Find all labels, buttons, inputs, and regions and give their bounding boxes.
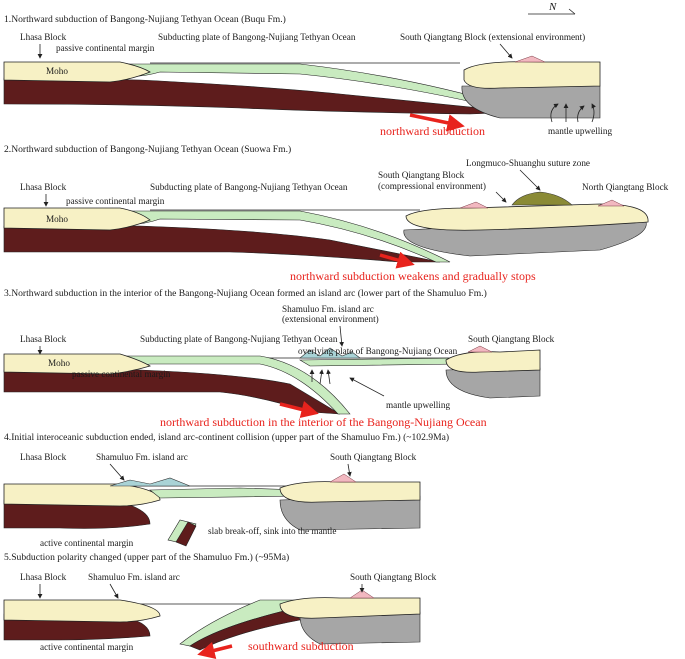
lhasa-label: Lhasa Block xyxy=(20,32,67,42)
lhasa-crust xyxy=(3,599,161,623)
lhasa-crust xyxy=(3,61,151,83)
red-label: southward subduction xyxy=(248,639,354,653)
lhasa-lithospheric-mantle xyxy=(3,369,341,415)
qiangtang-label-b: (compressional environment) xyxy=(378,181,486,191)
qiangtang-sediments xyxy=(514,55,546,63)
lhasa-lithospheric-mantle xyxy=(3,225,441,263)
upwelling-label: mantle upwelling xyxy=(386,400,450,410)
moho-label: Moho xyxy=(48,358,70,368)
south-qiangtang-crust xyxy=(445,349,541,373)
plate-label: Subducting plate of Bangong-Nujiang Teth… xyxy=(158,32,356,42)
island-arc xyxy=(109,477,191,487)
mantle-upwelling-arrows-icon xyxy=(550,103,596,123)
subducting-oceanic-crust xyxy=(119,63,529,113)
panel-5: 5.Subduction polarity changed (upper par… xyxy=(3,552,437,659)
panel-1-title: 1.Northward subduction of Bangong-Nujian… xyxy=(4,14,286,25)
lhasa-crust xyxy=(3,483,161,507)
breakoff-label: slab break-off, sink into the mantle xyxy=(208,526,336,536)
red-label: northward subduction in the interior of … xyxy=(160,415,487,429)
subduction-arrow-icon xyxy=(197,641,233,659)
plate-label: Subducting plate of Bangong-Nujiang Teth… xyxy=(140,334,338,344)
lhasa-label: Lhasa Block xyxy=(20,572,67,582)
island-arc xyxy=(299,347,361,359)
subduction-arrow-icon xyxy=(379,251,415,269)
qiangtang-label: South Qiangtang Block xyxy=(330,452,417,462)
panel-1: 1.Northward subduction of Bangong-Nujian… xyxy=(3,14,612,138)
panel-2: 2.Northward subduction of Bangong-Nujian… xyxy=(3,144,669,283)
margin-label: passive continental margin xyxy=(72,369,171,379)
margin-label: active continental margin xyxy=(40,642,134,652)
lhasa-crust xyxy=(3,207,151,231)
broken-slab-mantle xyxy=(175,521,197,547)
qiangtang-sediments xyxy=(349,589,375,599)
moho-label: Moho xyxy=(46,66,68,76)
south-qiangtang-mantle xyxy=(445,367,541,399)
arc-label-a: Shamuluo Fm. island arc xyxy=(282,304,374,314)
qiangtang-sediments xyxy=(459,201,489,209)
qiangtang-sediments xyxy=(329,473,357,483)
panel-5-title: 5.Subduction polarity changed (upper par… xyxy=(4,552,289,563)
south-qiangtang-crust xyxy=(279,481,421,503)
subduction-arrow-icon xyxy=(279,400,319,418)
panel-4-title: 4.Initial interoceanic subduction ended,… xyxy=(4,432,449,443)
margin-label: passive continental margin xyxy=(66,196,165,206)
north-qiangtang-sediments xyxy=(597,199,625,207)
lhasa-lithospheric-mantle xyxy=(3,77,521,115)
panel-3-title: 3.Northward subduction in the interior o… xyxy=(4,288,487,299)
north-qiangtang-label: North Qiangtang Block xyxy=(582,182,669,192)
suture-label: Longmuco-Shuanghu suture zone xyxy=(466,158,590,168)
qiangtang-label: South Qiangtang Block xyxy=(350,572,437,582)
panel-3: 3.Northward subduction in the interior o… xyxy=(3,288,555,429)
moho-label: Moho xyxy=(46,214,68,224)
qiangtang-crust xyxy=(405,203,649,231)
arc-label-b: (extensional environment) xyxy=(282,314,379,324)
lhasa-label: Lhasa Block xyxy=(20,452,67,462)
red-label: northward subduction xyxy=(380,124,485,138)
overlying-label: overlying plate of Bangong-Nujiang Ocean xyxy=(298,346,458,356)
red-label: northward subduction weakens and gradual… xyxy=(290,269,536,283)
overlying-oceanic-plate xyxy=(298,357,461,367)
qiangtang-sediments xyxy=(467,345,493,353)
lhasa-lithospheric-mantle xyxy=(3,499,151,529)
margin-label: passive continental margin xyxy=(56,43,155,53)
margin-label: active continental margin xyxy=(40,538,134,548)
qiangtang-label-a: South Qiangtang Block xyxy=(378,170,465,180)
lhasa-label: Lhasa Block xyxy=(20,334,67,344)
north-arrow-icon: N xyxy=(528,1,576,15)
south-qiangtang-crust xyxy=(463,61,601,89)
plate-label: Subducting plate of Bangong-Nujiang Teth… xyxy=(150,182,348,192)
upwelling-label: mantle upwelling xyxy=(548,126,612,136)
subducting-oceanic-crust xyxy=(119,210,451,263)
mantle-upwelling-arrows-icon xyxy=(309,369,331,385)
suture-zone xyxy=(511,191,573,206)
arc-label: Shamuluo Fm. island arc xyxy=(96,452,188,462)
panel-2-title: 2.Northward subduction of Bangong-Nujian… xyxy=(4,144,291,155)
lhasa-crust xyxy=(3,353,151,375)
south-qiangtang-crust xyxy=(279,597,421,619)
panel-4: 4.Initial interoceanic subduction ended,… xyxy=(3,432,449,548)
subduction-arrow-icon xyxy=(409,113,465,132)
qiangtang-label: South Qiangtang Block xyxy=(468,334,555,344)
oceanic-crust xyxy=(149,487,301,499)
arc-label: Shamuluo Fm. island arc xyxy=(88,572,180,582)
qiangtang-label: South Qiangtang Block (extensional envir… xyxy=(400,32,585,42)
north-label: N xyxy=(548,1,557,13)
lhasa-label: Lhasa Block xyxy=(20,182,67,192)
